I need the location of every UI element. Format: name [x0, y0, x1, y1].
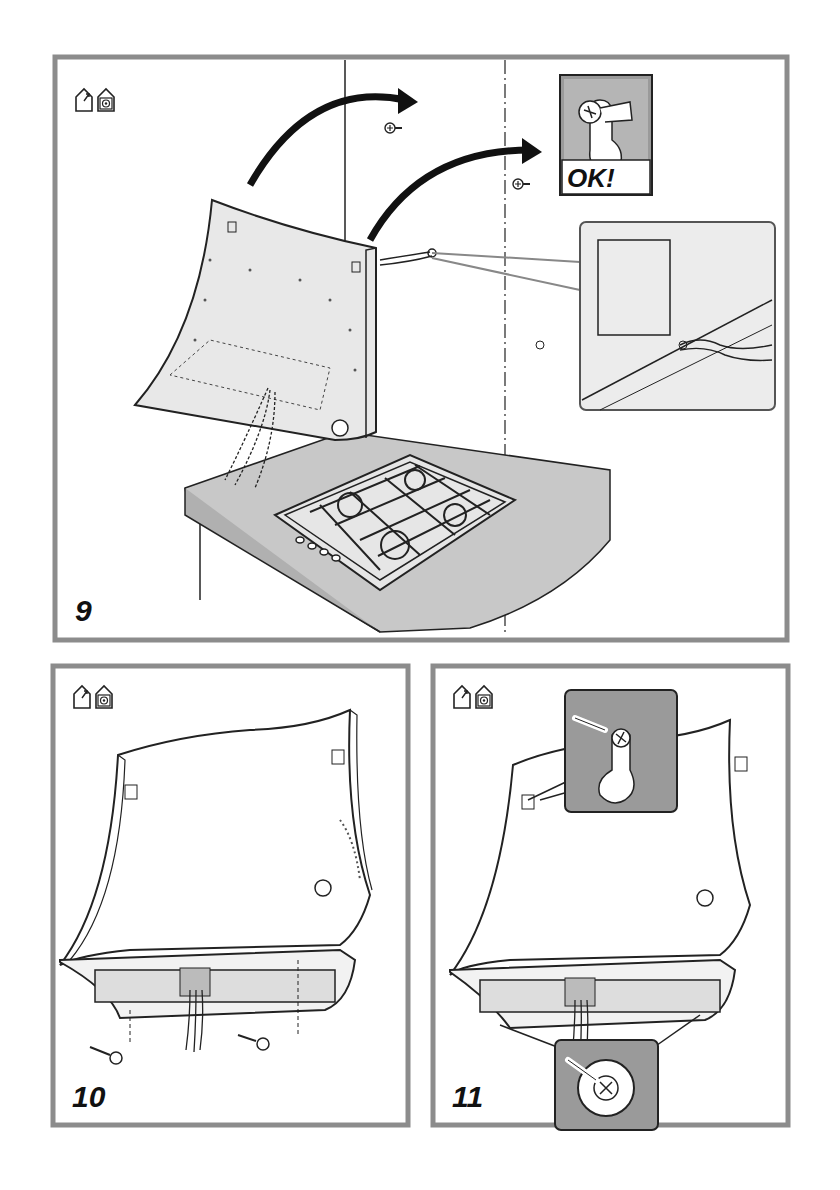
step-number: 11	[452, 1082, 483, 1112]
installation-icons	[454, 686, 492, 708]
step-11-scene	[450, 690, 750, 1130]
ok-label: OK!	[567, 165, 615, 191]
step-number: 9	[75, 596, 92, 626]
panel-frame	[55, 57, 787, 640]
panel-frame	[53, 666, 408, 1125]
step-10-scene	[60, 710, 372, 1064]
step-9-scene	[135, 60, 775, 635]
installation-icons	[76, 89, 114, 111]
installation-icons	[74, 686, 112, 708]
step-number: 10	[72, 1082, 105, 1112]
